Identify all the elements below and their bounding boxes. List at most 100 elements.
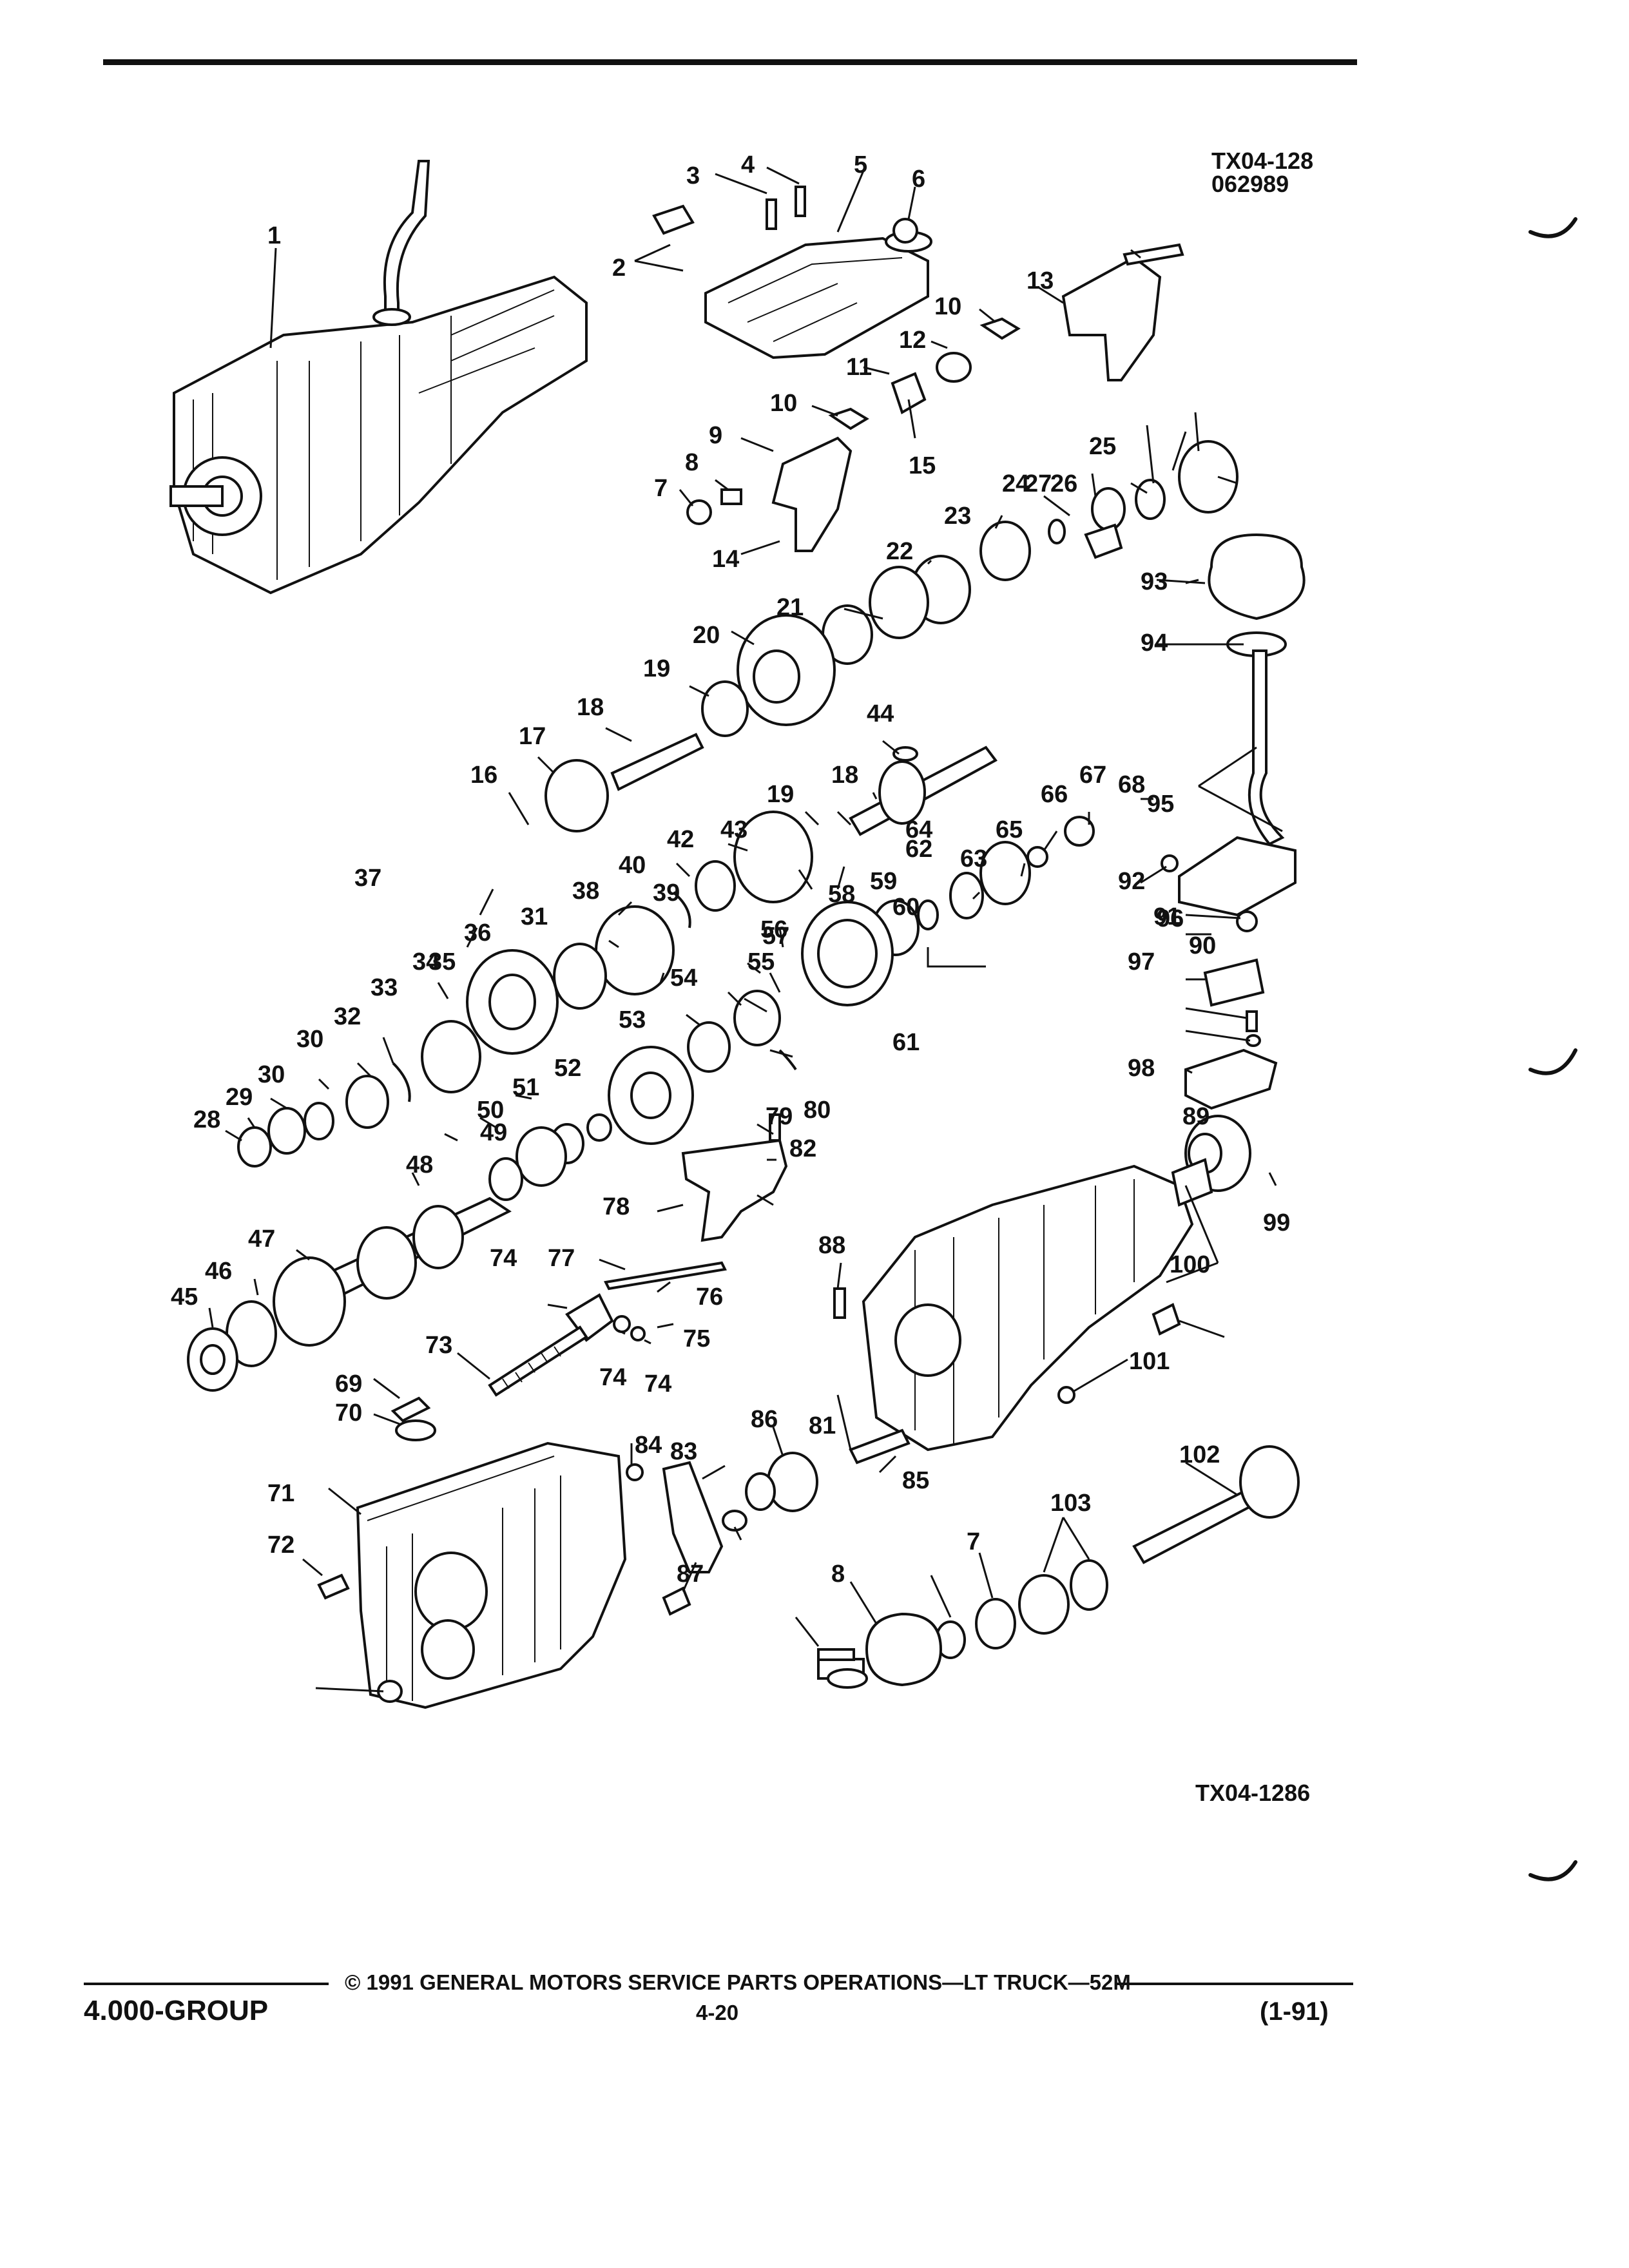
callout: 40: [619, 852, 646, 879]
callout: 99: [1263, 1209, 1290, 1236]
callout: 62: [905, 836, 932, 863]
callout: 5: [854, 151, 867, 178]
callout: 69: [335, 1370, 362, 1398]
callout: 36: [464, 919, 491, 947]
callout: 68: [1118, 771, 1145, 798]
callout: 81: [809, 1412, 836, 1439]
callout: 90: [1189, 932, 1216, 959]
callout: 30: [296, 1026, 323, 1053]
callout: 27: [1025, 470, 1052, 497]
callout: 52: [554, 1055, 581, 1082]
callout: 87: [677, 1561, 704, 1588]
callout: 103: [1050, 1490, 1091, 1517]
callout: 9: [709, 422, 722, 449]
callout: 60: [892, 894, 920, 921]
callout: 96: [1157, 905, 1184, 932]
footer-rule-left: [84, 1983, 329, 1985]
callout: 79: [766, 1103, 793, 1130]
callout: 56: [760, 916, 787, 943]
callout: 58: [828, 881, 855, 908]
callout: 12: [899, 327, 926, 354]
callout: 94: [1141, 629, 1168, 657]
callout: 23: [944, 503, 971, 530]
callout: 49: [480, 1119, 507, 1146]
footer-revision: (1-91): [1260, 1997, 1329, 2026]
callout: 6: [912, 166, 925, 193]
callout: 22: [886, 538, 913, 565]
callout: 88: [818, 1232, 845, 1259]
callout: 39: [653, 879, 680, 907]
extension-housing: [833, 1115, 1251, 1452]
footer-copyright: © 1991 GENERAL MOTORS SERVICE PARTS OPER…: [345, 1970, 1131, 1994]
callout: 89: [1182, 1103, 1210, 1130]
callout-labels: 1 2 3 4 5 6 7 8 9 10 10 11 12 13 14 15 1…: [171, 151, 1290, 1588]
callout: 13: [1027, 267, 1054, 294]
callout: 26: [1050, 470, 1077, 497]
margin-mark: [1528, 217, 1577, 238]
callout: 20: [693, 622, 720, 649]
callout: 28: [193, 1106, 220, 1133]
footer: © 1991 GENERAL MOTORS SERVICE PARTS OPER…: [84, 1970, 1353, 2026]
footer-page-number: 4-20: [696, 2001, 738, 2024]
callout: 19: [643, 655, 670, 682]
callout: 48: [406, 1151, 433, 1178]
callout: 47: [248, 1225, 275, 1253]
callout: 76: [696, 1283, 723, 1311]
callout: 85: [902, 1467, 929, 1494]
callout: 8: [685, 449, 699, 476]
callout: 72: [267, 1532, 294, 1559]
callout: 55: [747, 948, 775, 975]
callout: 43: [720, 816, 747, 843]
callout: 30: [258, 1061, 285, 1088]
callout: 65: [996, 816, 1023, 843]
callout: 51: [512, 1074, 539, 1101]
callout: 50: [477, 1097, 504, 1124]
footer-rule-right: [1115, 1983, 1353, 1985]
margin-mark: [1528, 1860, 1577, 1881]
callout: 31: [521, 903, 548, 930]
callout: 80: [804, 1097, 831, 1124]
footer-group: 4.000-GROUP: [84, 1995, 268, 2026]
callout: 82: [789, 1135, 816, 1162]
callout: 54: [670, 965, 697, 992]
callout: 10: [934, 293, 961, 320]
callout: 18: [831, 762, 858, 789]
callout: 46: [205, 1258, 232, 1285]
callout: 8: [831, 1561, 845, 1588]
callout: 4: [741, 151, 755, 178]
callout: 18: [577, 694, 604, 721]
countershaft-gear-train: [187, 1046, 694, 1392]
callout: 11: [846, 354, 872, 381]
callout: 61: [892, 1029, 920, 1056]
shift-cover: [652, 186, 932, 360]
callout: 3: [686, 162, 700, 189]
callout: 45: [171, 1283, 198, 1311]
callout: 37: [354, 865, 381, 892]
callout: 101: [1129, 1348, 1170, 1375]
callout: 71: [267, 1480, 294, 1507]
callout: 70: [335, 1399, 362, 1427]
callout: 102: [1179, 1441, 1220, 1468]
input-and-idler-parts: [626, 1428, 1300, 1689]
callout: 63: [960, 845, 987, 872]
assembled-transmission: [169, 160, 588, 595]
callout: 84: [635, 1432, 662, 1459]
callout: 29: [226, 1084, 253, 1111]
callout: 91: [1153, 903, 1181, 930]
callout: 42: [667, 826, 694, 853]
ref-code-bottom: TX04-1286: [1195, 1780, 1310, 1806]
callout: 74: [644, 1370, 671, 1398]
callout: 78: [602, 1193, 630, 1220]
countershaft: [849, 745, 998, 836]
mainshaft-upper-train: [545, 440, 1239, 832]
margin-mark: [1528, 1048, 1577, 1075]
callout: 2: [612, 255, 626, 282]
callout: 59: [870, 868, 897, 895]
callout: 67: [1079, 762, 1106, 789]
callout: 38: [572, 878, 599, 905]
callout: 32: [334, 1003, 361, 1030]
callout: 100: [1170, 1251, 1210, 1278]
callout: 92: [1118, 868, 1145, 895]
callout: 66: [1041, 781, 1068, 808]
